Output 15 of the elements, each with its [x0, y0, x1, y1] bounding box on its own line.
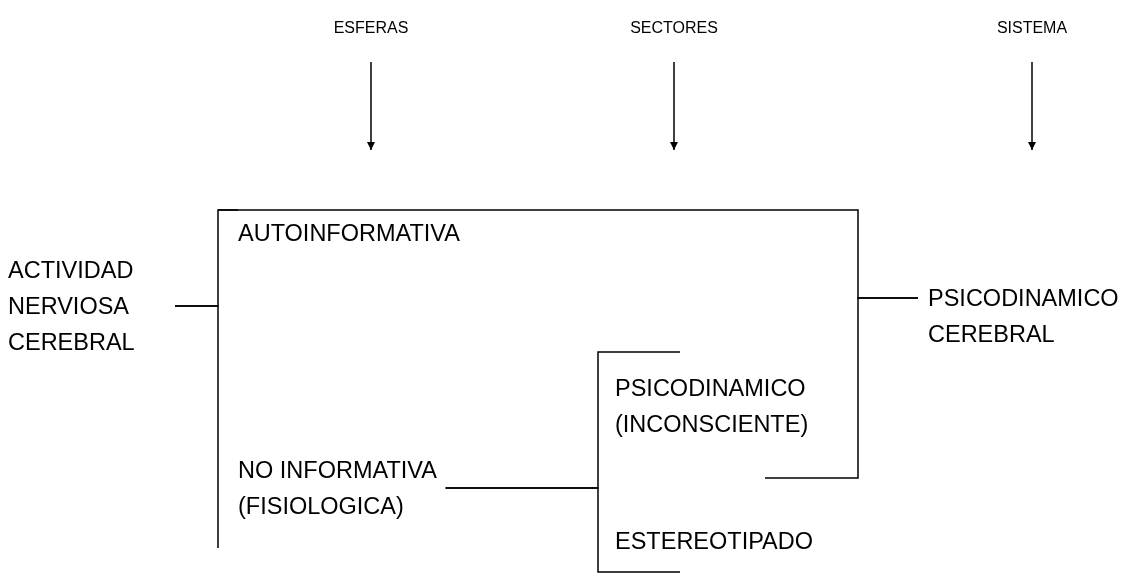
category-label: NO INFORMATIVA (FISIOLOGICA) — [238, 452, 550, 524]
arrow — [367, 61, 375, 151]
category-label: PSICODINAMICO (INCONSCIENTE) — [615, 370, 815, 442]
arrow — [670, 61, 678, 151]
arrow — [1028, 61, 1036, 151]
bracket-line — [444, 487, 681, 573]
category-label: PSICODINAMICO CEREBRAL — [928, 280, 1128, 352]
column-heading: SISTEMA — [996, 18, 1068, 38]
bracket-line — [764, 297, 919, 479]
column-heading: ESFERAS — [333, 18, 409, 38]
column-heading: SECTORES — [630, 18, 718, 38]
bracket-line — [174, 305, 219, 549]
category-label: ESTEREOTIPADO — [615, 528, 814, 554]
category-label: ACTIVIDAD NERVIOSA CEREBRAL — [8, 252, 170, 360]
category-label: AUTOINFORMATIVA — [238, 220, 460, 246]
